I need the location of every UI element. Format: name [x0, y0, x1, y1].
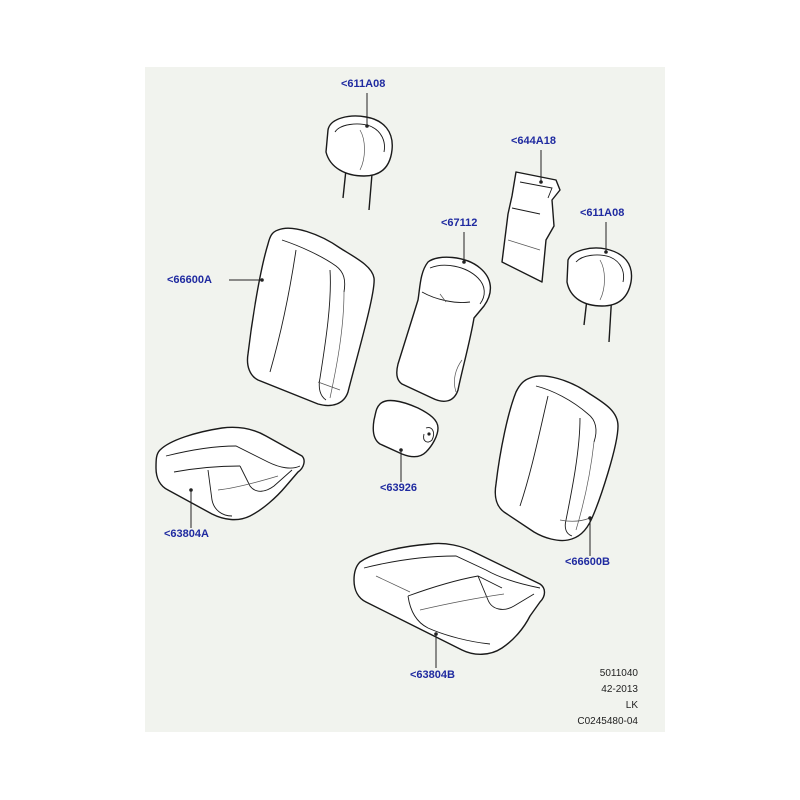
callout-armrest-lid: <63926	[380, 482, 418, 494]
armrest-lid	[372, 399, 439, 458]
armrest-backrest	[396, 256, 491, 402]
headrest-right	[566, 247, 633, 343]
callout-seat-mat: <644A18	[511, 135, 556, 147]
leader-lines	[190, 93, 607, 668]
callout-seat-cushion-left: <63804A	[164, 528, 209, 540]
reference-code: LK	[625, 700, 638, 711]
callout-headrest-left: <611A08	[341, 78, 386, 90]
reference-number: 5011040	[599, 668, 638, 679]
reference-illustration-id: C0245480-04	[577, 716, 638, 727]
callout-backrest-right: <66600B	[565, 556, 610, 568]
backrest-right	[494, 375, 619, 542]
reference-date: 42-2013	[601, 684, 638, 695]
seat-cushion-left	[155, 426, 305, 521]
leader-dots	[189, 124, 608, 636]
callout-backrest-left: <66600A	[167, 274, 212, 286]
headrest-left	[325, 115, 393, 211]
seat-mat	[501, 171, 561, 283]
callout-seat-cushion-right: <63804B	[410, 669, 455, 681]
callout-armrest-backrest: <67112	[441, 217, 478, 229]
callout-headrest-right: <611A08	[580, 207, 625, 219]
backrest-left	[246, 227, 375, 407]
seat-cushion-right	[353, 542, 546, 655]
